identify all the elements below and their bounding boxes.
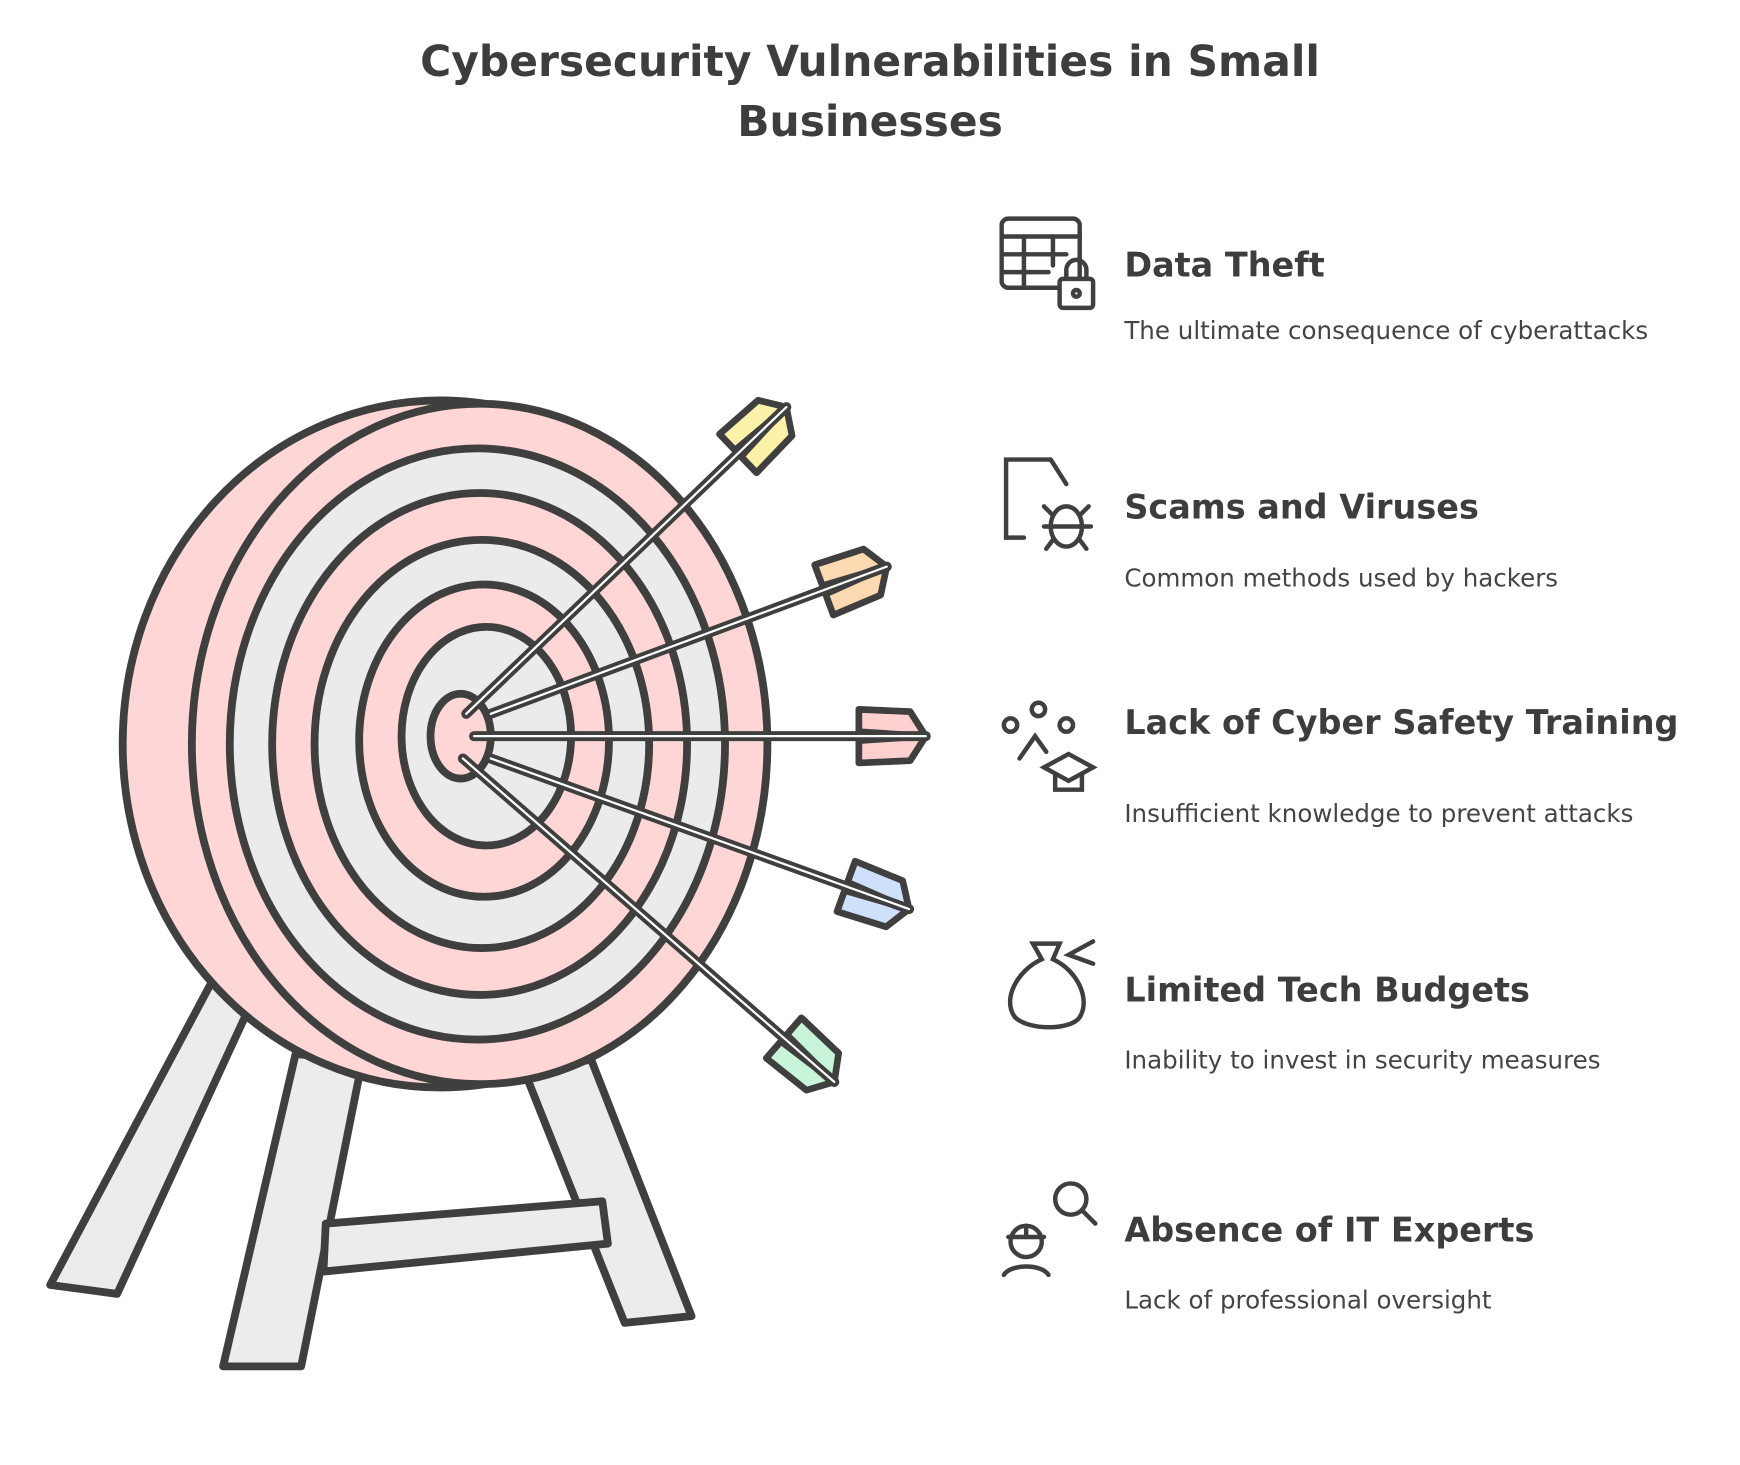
item-description: Common methods used by hackers	[1124, 565, 1559, 594]
item-description: Insufficient knowledge to prevent attack…	[1124, 800, 1634, 829]
money-bag-icon	[1008, 939, 1096, 1030]
stand-crossbar	[319, 1197, 612, 1276]
item-description: The ultimate consequence of cyberattacks	[1124, 317, 1649, 346]
arrow-shaft-highlight	[489, 565, 888, 715]
arrow-shaft-highlight	[489, 757, 911, 911]
arrow-shaft-highlight	[461, 757, 836, 1084]
arrow	[457, 753, 843, 1094]
arrow-shaft-highlight	[465, 406, 788, 715]
table-lock-icon	[999, 216, 1096, 311]
arrow	[485, 545, 892, 719]
item-heading: Limited Tech Budgets	[1124, 971, 1530, 1011]
item-heading: Absence of IT Experts	[1124, 1211, 1535, 1251]
item-heading: Data Theft	[1124, 246, 1325, 286]
stand-leg-right	[520, 1055, 696, 1327]
arrow	[469, 706, 931, 767]
item-description: Inability to invest in security measures	[1124, 1047, 1601, 1076]
file-bug-icon	[1003, 457, 1094, 552]
stand-leg-left	[46, 977, 255, 1298]
worker-search-icon	[1001, 1181, 1098, 1278]
stand-leg-middle	[219, 1050, 367, 1371]
item-description: Lack of professional oversight	[1124, 1287, 1492, 1316]
arrow	[485, 753, 915, 931]
item-heading: Lack of Cyber Safety Training	[1124, 703, 1679, 743]
people-graduation-icon	[1001, 700, 1098, 792]
arrow	[461, 396, 796, 719]
item-heading: Scams and Viruses	[1124, 488, 1479, 528]
page-title: Cybersecurity Vulnerabilities in Small B…	[420, 36, 1320, 147]
